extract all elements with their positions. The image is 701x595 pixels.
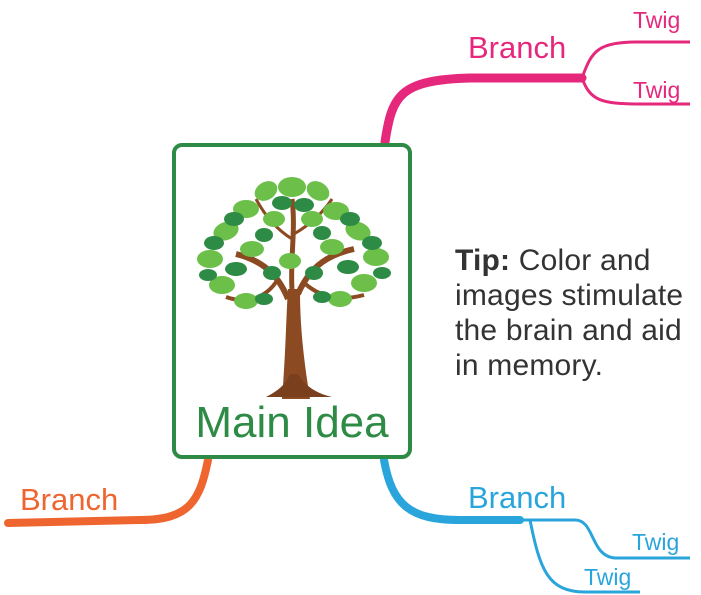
main-idea-node: Main Idea bbox=[172, 143, 412, 459]
blue-twig-line-2 bbox=[528, 519, 640, 594]
pink-branch-line bbox=[380, 73, 587, 147]
branch-label-pink: Branch bbox=[468, 30, 567, 65]
blue-twig-line-1 bbox=[520, 518, 690, 560]
twig-label-blue-1: Twig bbox=[632, 529, 680, 555]
twig-label-blue-2: Twig bbox=[584, 564, 632, 590]
blue-branch-line bbox=[380, 456, 524, 524]
pink-twig-line-1 bbox=[580, 40, 690, 79]
tip-text-block: Tip: Color and images stimulate the brai… bbox=[455, 243, 700, 383]
twig-label-pink-1: Twig bbox=[633, 7, 681, 33]
branch-label-blue: Branch bbox=[468, 480, 567, 515]
orange-branch-line bbox=[4, 456, 212, 527]
tree-icon bbox=[197, 177, 391, 399]
branch-label-orange: Branch bbox=[20, 482, 119, 517]
tip-body: Color and images stimulate the brain and… bbox=[455, 244, 684, 382]
main-idea-label: Main Idea bbox=[195, 398, 389, 447]
pink-twig-line-2 bbox=[580, 77, 690, 106]
tip-heading: Tip: bbox=[455, 244, 511, 277]
twig-label-pink-2: Twig bbox=[633, 77, 681, 103]
